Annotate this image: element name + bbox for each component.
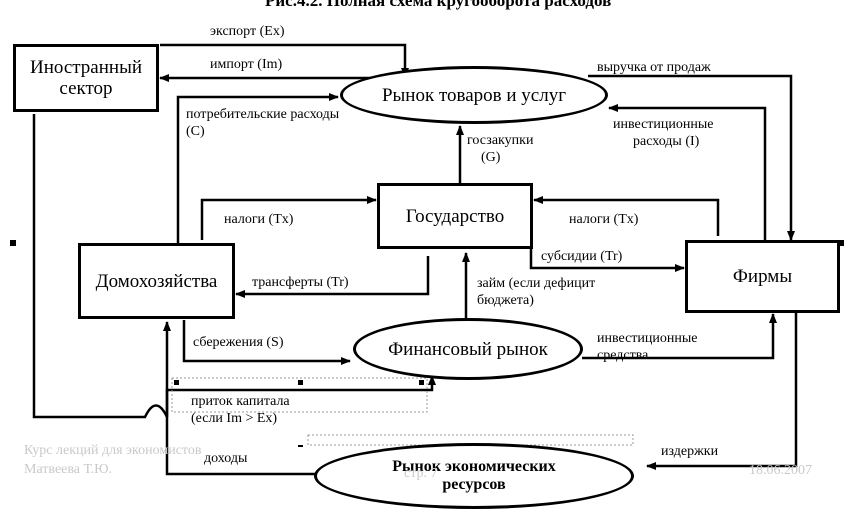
investment-funds-label-2: средства	[597, 348, 649, 363]
arrow-export	[160, 43, 409, 78]
arrow-savings	[182, 320, 351, 365]
figure-title: Рис.4.2. Полная схема кругооборота расхо…	[265, 0, 612, 10]
transfers-label: трансферты (Tr)	[252, 275, 349, 290]
foreign-sector-box: Иностранный сектор	[13, 44, 159, 112]
investment-spending-label: инвестиционные	[613, 117, 714, 132]
government-box: Государство	[377, 183, 533, 249]
gov-purchases-label: госзакупки	[467, 133, 534, 148]
investment-spending-symbol: расходы (I)	[633, 134, 700, 149]
footer-course: Курс лекций для экономистов	[24, 443, 202, 458]
investment-funds-label: инвестиционные	[597, 331, 698, 346]
subsidies-label: субсидии (Tr)	[541, 249, 623, 264]
goods-market-label: Рынок товаров и услуг	[381, 84, 567, 106]
taxes-households-label: налоги (Tx)	[224, 212, 294, 227]
arrow-incomes	[163, 321, 315, 476]
revenue-label: выручка от продаж	[597, 60, 711, 75]
import-label: импорт (Im)	[210, 57, 283, 72]
loans-label: займ (если дефицит	[477, 276, 596, 291]
firms-box: Фирмы	[685, 240, 840, 313]
savings-label: сбережения (S)	[193, 335, 284, 350]
foreign-sector-label: Иностранный сектор	[29, 57, 143, 99]
financial-market-label: Финансовый рынок	[388, 338, 548, 360]
arrow-investment-funds	[582, 313, 777, 360]
footer-date: 18.06.2007	[749, 463, 812, 478]
footer-page: стр. 7	[404, 466, 438, 481]
incomes-label: доходы	[204, 451, 248, 466]
households-box: Домохозяйства	[78, 243, 235, 319]
capital-inflow-label: приток капитала	[191, 394, 290, 409]
arrow-revenue	[588, 74, 795, 241]
gov-purchases-symbol: (G)	[481, 150, 501, 165]
arrow-taxes-households	[200, 196, 377, 240]
arrow-taxes-firms	[533, 196, 720, 236]
consumer-spending-label: потребительские расходы	[186, 107, 340, 122]
arrow-costs	[646, 312, 798, 470]
arrow-consumer-spending	[176, 93, 339, 243]
loans-label-2: бюджета)	[477, 293, 534, 308]
arrow-transfers	[235, 256, 430, 298]
arrow-subsidies	[529, 248, 685, 272]
capital-inflow-condition: (если Im > Ex)	[191, 411, 278, 426]
resource-market-ellipse: Рынок экономических ресурсов	[314, 443, 634, 509]
consumer-spending-symbol: (C)	[186, 124, 205, 139]
arrow-investment-spending	[608, 104, 767, 246]
export-label: экспорт (Ex)	[210, 24, 285, 39]
taxes-firms-label: налоги (Tx)	[569, 212, 639, 227]
government-label: Государство	[405, 205, 505, 227]
households-label: Домохозяйства	[95, 270, 218, 292]
resource-market-label: Рынок экономических ресурсов	[392, 458, 556, 493]
footer-author: Матвеева Т.Ю.	[24, 462, 113, 477]
goods-market-ellipse: Рынок товаров и услуг	[340, 66, 608, 124]
firms-label: Фирмы	[732, 266, 793, 287]
costs-label: издержки	[661, 444, 719, 459]
financial-market-ellipse: Финансовый рынок	[353, 318, 583, 380]
